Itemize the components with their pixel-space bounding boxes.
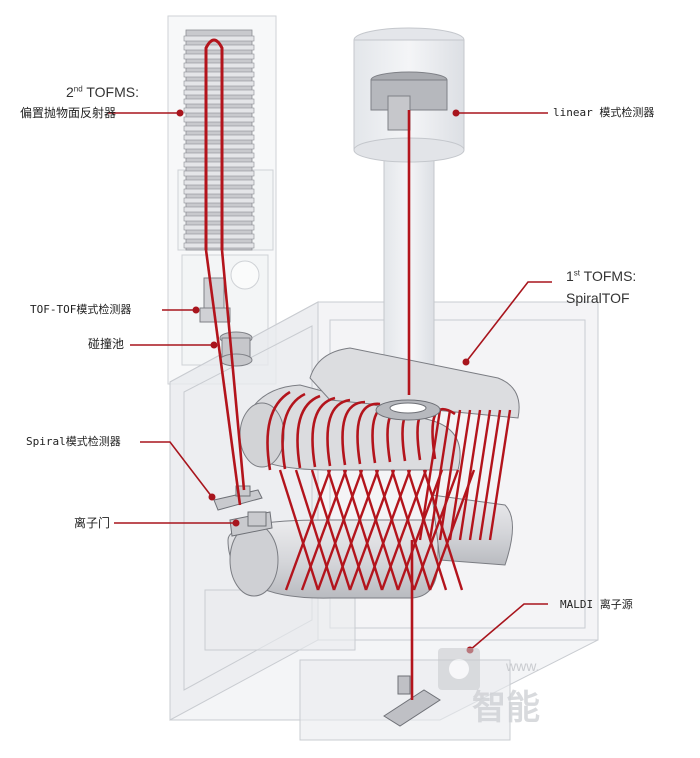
label-spiral-detector: Spiral模式检测器 [26, 435, 121, 448]
reflector-plate [183, 188, 255, 195]
reflector-plate [183, 233, 255, 240]
spiral-trajectory [294, 469, 336, 591]
reflector-plate [183, 62, 255, 69]
spiral-trajectory [412, 469, 460, 591]
leader-lines [108, 112, 552, 651]
ring-electrode [281, 392, 306, 470]
spiral-trajectory [418, 409, 442, 541]
label-tof-tof-detector: TOF-TOF模式检测器 [30, 303, 132, 316]
spiral-trajectory [310, 469, 352, 591]
label-reflector: 偏置抛物面反射器 [20, 106, 117, 120]
reflector-plate [183, 89, 255, 96]
label-linear-detector: linear 模式检测器 [553, 106, 655, 119]
reflector-plate [183, 152, 255, 159]
spiral-trajectory [364, 469, 412, 591]
spiral-trajectory [458, 409, 482, 541]
spiral-trajectory [478, 409, 502, 541]
reflector-plate [183, 143, 255, 150]
spiral-trajectory [332, 469, 380, 591]
chip-logo-icon [438, 648, 480, 690]
reflector-plate [183, 125, 255, 132]
ring-electrode [311, 396, 336, 468]
reflector-plate [183, 71, 255, 78]
spiral-trajectory [422, 469, 464, 591]
spiral-trajectory [300, 469, 348, 591]
reflector-plate [183, 107, 255, 114]
label-spiraltof: SpiralTOF [566, 290, 630, 306]
spiral-electrode-upper-back [309, 347, 520, 419]
collision-cell-part [219, 331, 253, 367]
reflector-plate [183, 98, 255, 105]
watermark-text: 智能 [472, 688, 540, 728]
reflector-plate [183, 53, 255, 60]
reflector-plate [183, 179, 255, 186]
spiral-trajectory [348, 469, 396, 591]
spiral-trajectory [468, 409, 492, 541]
reflector-plate [183, 80, 255, 87]
reflector-plate [183, 224, 255, 231]
spiral-trajectory [374, 469, 416, 591]
reflector-ion-path [204, 38, 224, 250]
ring-electrode [266, 390, 291, 471]
reflector-plate [183, 44, 255, 51]
label-maldi-source: MALDI 离子源 [560, 598, 633, 611]
spiral-trajectory [316, 469, 364, 591]
spiral-trajectory [406, 469, 448, 591]
label-ion-gate: 离子门 [74, 516, 111, 530]
spiral-ion-trajectories [278, 409, 512, 591]
spiral-trajectory [342, 469, 384, 591]
spiral-trajectory [284, 469, 332, 591]
ring-electrode [296, 394, 321, 469]
reflector-plate [183, 116, 255, 123]
spiral-trajectory [396, 469, 444, 591]
spiral-trajectory [390, 469, 432, 591]
reflector-plate [183, 242, 255, 249]
ring-electrode [341, 400, 366, 466]
reflector-plate [183, 215, 255, 222]
spiral-trajectory [326, 469, 368, 591]
junction-ring [375, 399, 441, 421]
spiral-trajectory [428, 409, 452, 541]
label-2nd-tofms: 2nd TOFMS: [66, 84, 139, 100]
main-ion-path [204, 110, 414, 700]
reflector-plates [183, 35, 255, 249]
spiral-trajectory [438, 409, 462, 541]
maldi-source-part [383, 675, 441, 727]
watermark-sub: www. [506, 658, 540, 674]
spiral-trajectory [448, 409, 472, 541]
spiral-trajectory [380, 469, 428, 591]
reflector-plate [183, 170, 255, 177]
spiral-trajectory [278, 469, 320, 591]
reflector-plate [183, 197, 255, 204]
reflector-plate [183, 206, 255, 213]
watermark: www. 智能 [432, 640, 700, 753]
reflector-plate [183, 134, 255, 141]
reflector-plate [183, 161, 255, 168]
ring-electrode [356, 402, 381, 465]
ring-electrode [326, 398, 351, 467]
spiral-trajectory [358, 469, 400, 591]
ion-gate-part [229, 511, 273, 537]
label-collision-cell: 碰撞池 [88, 337, 125, 351]
label-1st-tofms: 1st TOFMS: [566, 268, 637, 284]
reflector-plate [183, 35, 255, 42]
spiral-detector-part [213, 485, 263, 511]
spiral-trajectory [488, 409, 512, 541]
